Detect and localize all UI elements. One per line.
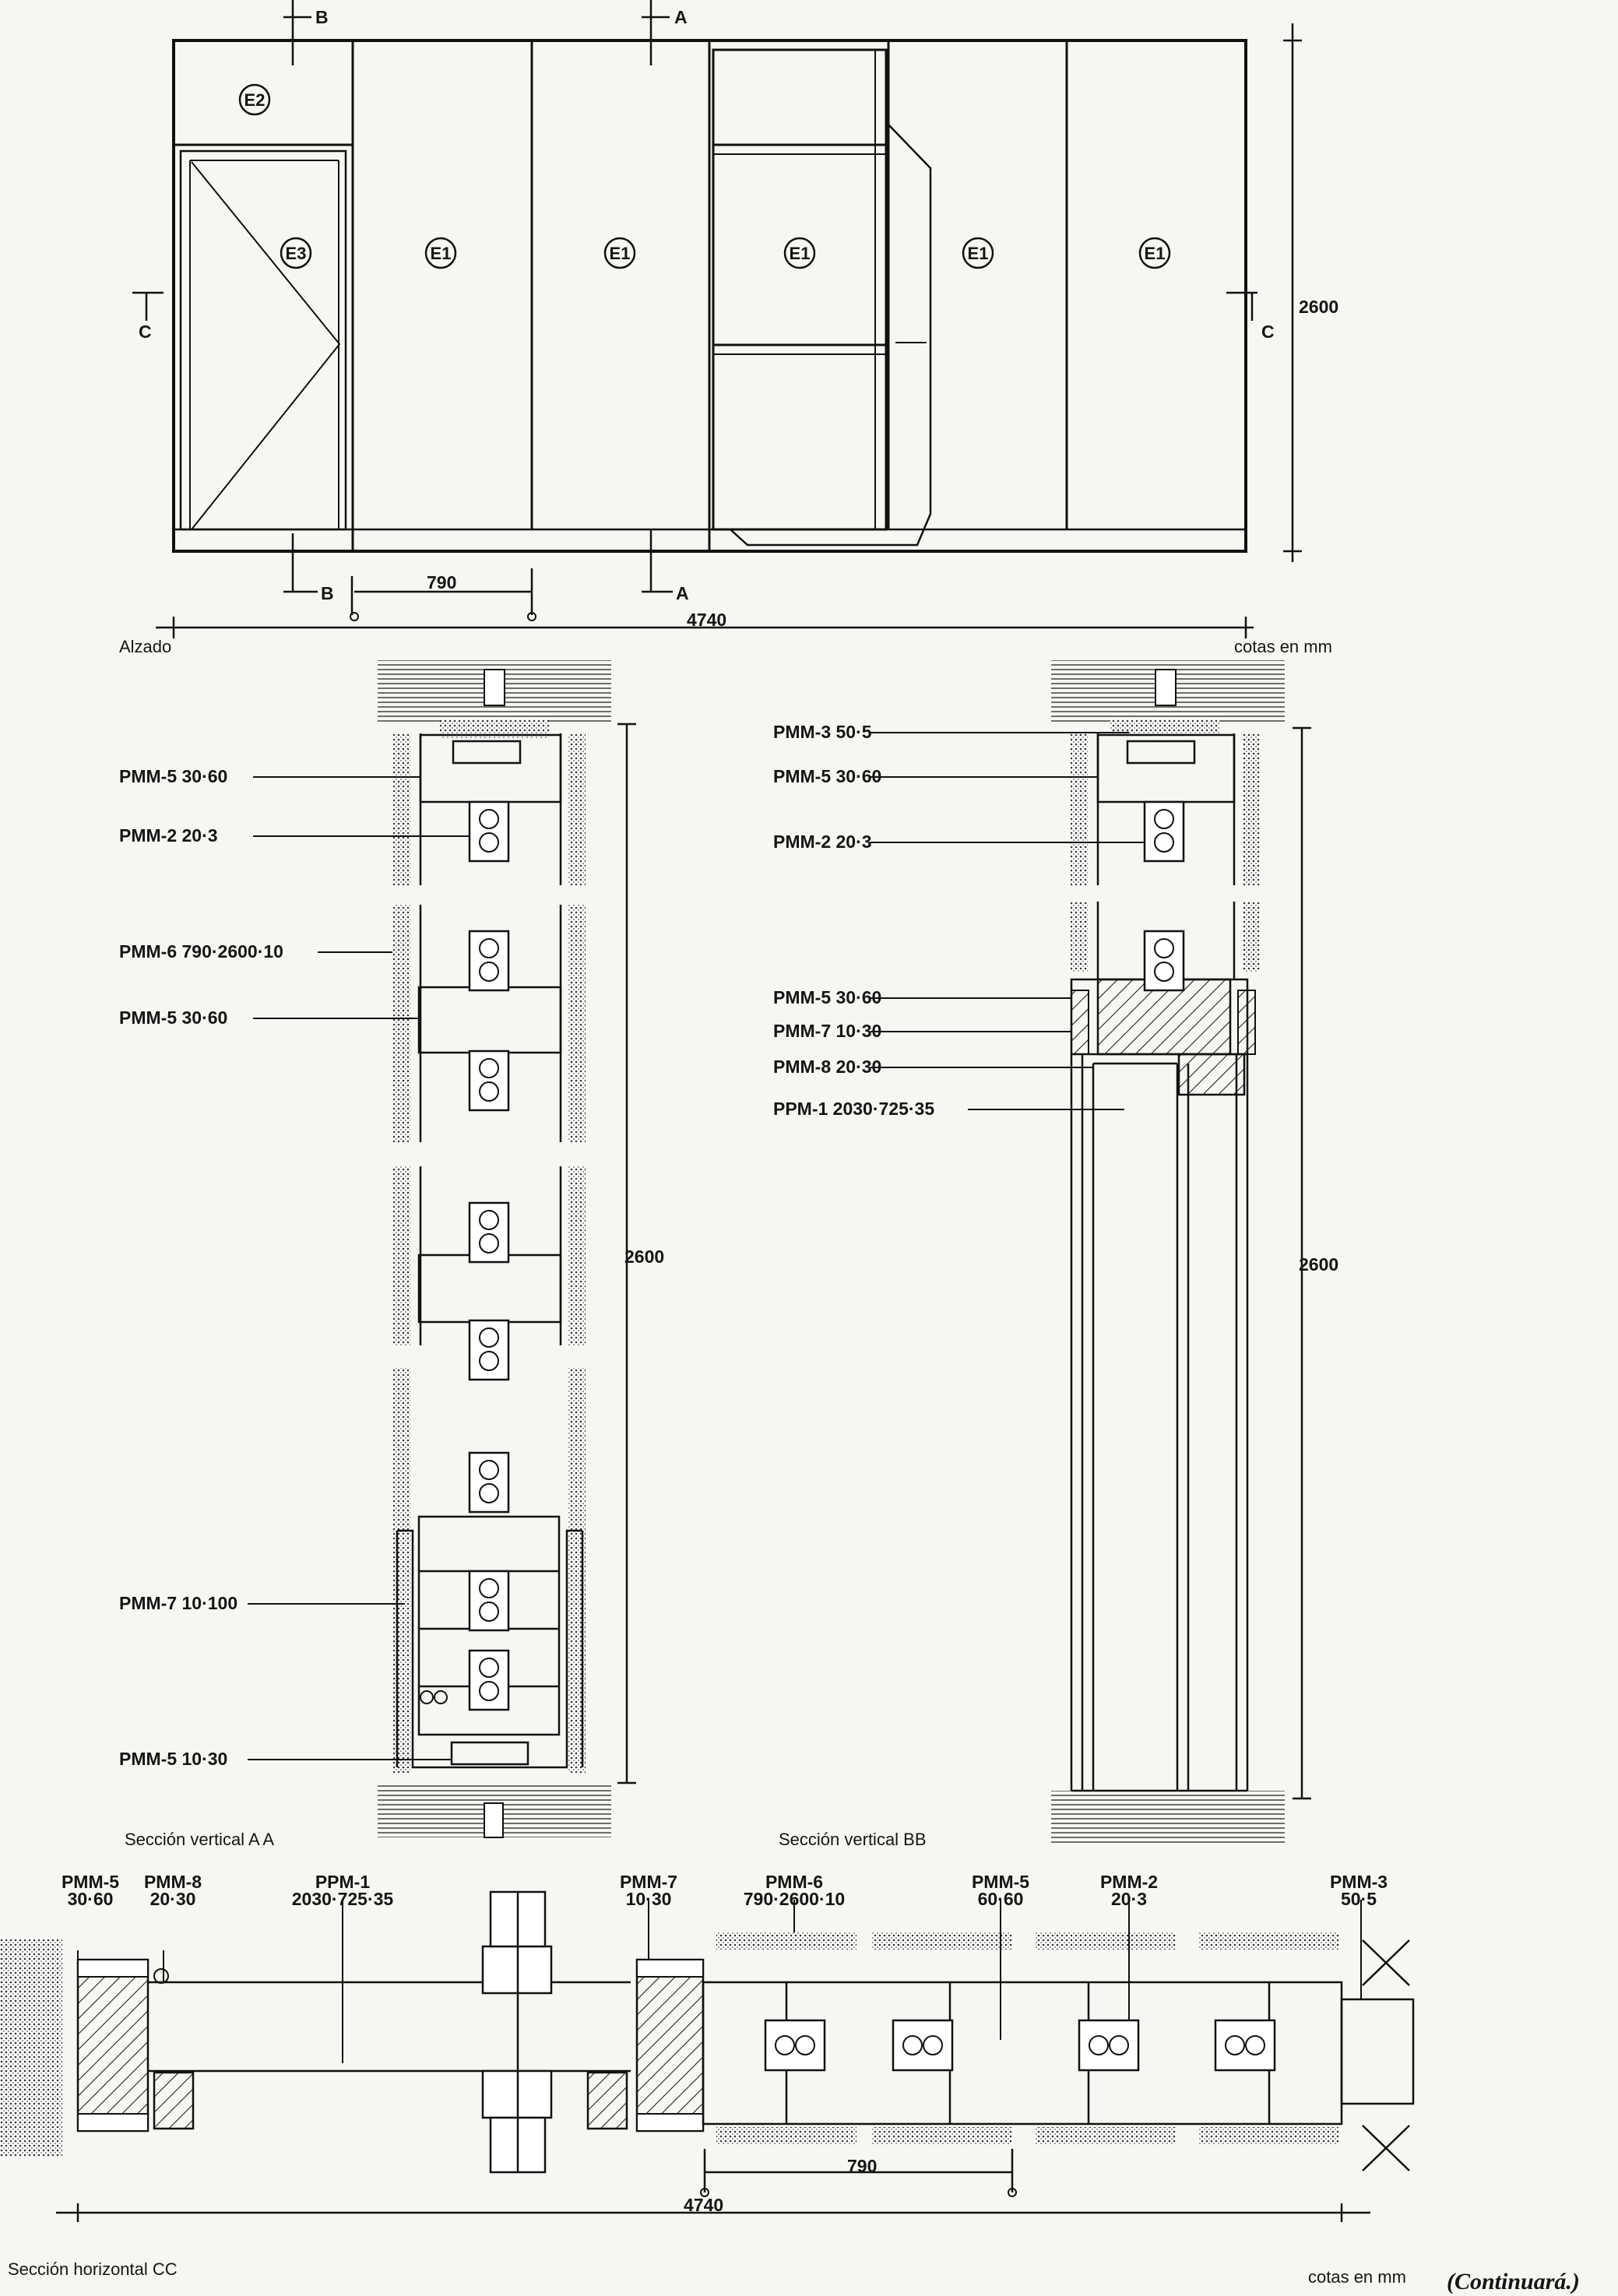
cc-label-pmm3-dims: 50·5 <box>1341 1889 1377 1909</box>
bb-label-pmm5-mid: PMM-5 30·60 <box>773 987 881 1007</box>
section-bb <box>871 660 1311 1845</box>
elevation-module-dim: 790 <box>427 572 456 592</box>
cut-mark-c-right: C <box>1261 322 1275 342</box>
bb-label-ppm1: PPM-1 2030·725·35 <box>773 1099 934 1119</box>
panel-label-e1: E1 <box>610 244 631 263</box>
cc-total-dim: 4740 <box>684 2195 723 2215</box>
bb-label-pmm5-top: PMM-5 30·60 <box>773 766 881 786</box>
elevation-height-dim: 2600 <box>1299 297 1338 317</box>
panel-label-e1: E1 <box>1145 244 1166 263</box>
cc-label-pmm6-code: PMM-6 <box>765 1872 823 1892</box>
cc-label-pmm3-code: PMM-3 <box>1330 1872 1388 1892</box>
cc-label-pmm5b-dims: 60·60 <box>978 1889 1024 1909</box>
cc-label-pmm7-code: PMM-7 <box>620 1872 677 1892</box>
aa-label-pmm5-top: PMM-5 30·60 <box>119 766 227 786</box>
section-aa-caption: Sección vertical A A <box>125 1830 274 1849</box>
panel-label-e1: E1 <box>431 244 452 263</box>
elevation-panel-marks <box>238 83 1171 269</box>
cut-mark-c-left: C <box>139 322 152 342</box>
bb-label-pmm7: PMM-7 10·30 <box>773 1021 881 1041</box>
section-cc-caption: Sección horizontal CC <box>8 2259 178 2279</box>
panel-label-e1: E1 <box>968 244 989 263</box>
cut-mark-a-top: A <box>674 7 688 27</box>
aa-label-pmm2: PMM-2 20·3 <box>119 825 218 846</box>
cc-label-pmm8-dims: 20·30 <box>150 1889 196 1909</box>
elevation-caption: Alzado <box>119 637 171 656</box>
cc-module-dim: 790 <box>847 2156 877 2176</box>
panel-label-e1: E1 <box>790 244 811 263</box>
cut-mark-b-bottom: B <box>321 583 334 603</box>
bb-label-pmm3: PMM-3 50·5 <box>773 722 872 742</box>
elevation-units: cotas en mm <box>1234 637 1332 656</box>
cc-label-pmm7-dims: 10·30 <box>626 1889 672 1909</box>
continues-note: (Continuará.) <box>1447 2269 1580 2294</box>
elevation-total-dim: 4740 <box>687 610 726 630</box>
section-bb-caption: Sección vertical BB <box>779 1830 927 1849</box>
aa-label-pmm5-mid: PMM-5 30·60 <box>119 1007 227 1028</box>
aa-label-pmm5-bottom: PMM-5 10·30 <box>119 1749 227 1769</box>
section-cc <box>0 1890 1415 2222</box>
cut-mark-b-top: B <box>315 7 329 27</box>
aa-label-pmm6: PMM-6 790·2600·10 <box>119 941 283 962</box>
cc-label-pmm5-dims: 30·60 <box>68 1889 114 1909</box>
panel-label-e3: E3 <box>286 244 307 263</box>
cc-label-pmm5-code: PMM-5 <box>62 1872 119 1892</box>
panel-label-e2: E2 <box>244 90 266 110</box>
cc-label-pmm2-code: PMM-2 <box>1100 1872 1158 1892</box>
aa-label-pmm7: PMM-7 10·100 <box>119 1593 237 1613</box>
bb-height-dim: 2600 <box>1299 1254 1338 1275</box>
section-cc-units: cotas en mm <box>1308 2267 1406 2287</box>
bb-label-pmm2: PMM-2 20·3 <box>773 832 872 852</box>
cc-label-pmm6-dims: 790·2600·10 <box>744 1889 845 1909</box>
section-aa <box>248 660 636 1838</box>
cc-label-ppm1-code: PPM-1 <box>315 1872 371 1892</box>
bb-label-pmm8: PMM-8 20·30 <box>773 1057 881 1077</box>
cc-label-pmm2-dims: 20·3 <box>1111 1889 1147 1909</box>
cc-label-pmm8-code: PMM-8 <box>144 1872 202 1892</box>
cut-mark-a-bottom: A <box>676 583 689 603</box>
elevation-view <box>132 0 1302 638</box>
cc-label-pmm5b-code: PMM-5 <box>972 1872 1029 1892</box>
aa-height-dim: 2600 <box>624 1246 664 1267</box>
cc-label-ppm1-dims: 2030·725·35 <box>292 1889 394 1909</box>
